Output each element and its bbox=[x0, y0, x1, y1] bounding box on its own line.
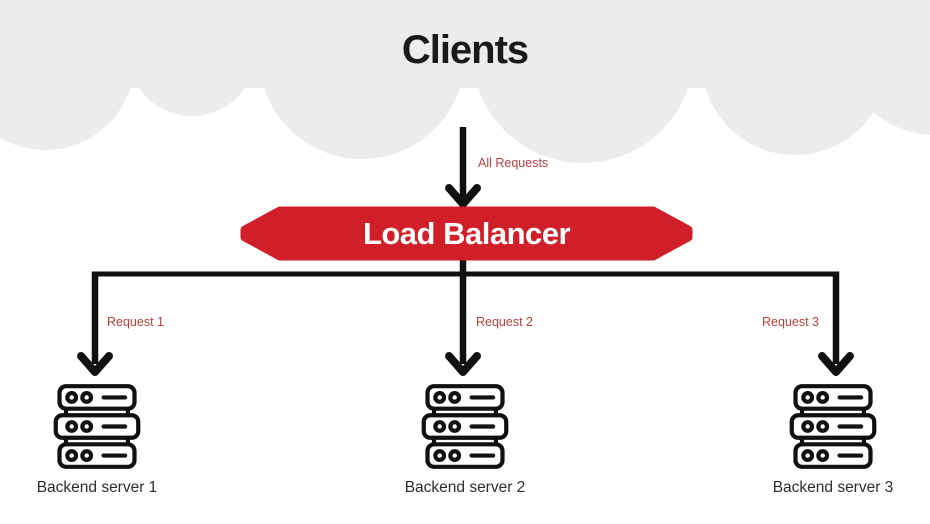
backend-server-3-label: Backend server 3 bbox=[772, 479, 894, 496]
server-rack-icon bbox=[788, 383, 878, 470]
clients-cloud-shape bbox=[0, 0, 930, 163]
load-balancer-node: Load Balancer bbox=[240, 206, 693, 261]
backend-server-1-node: Backend server 1 bbox=[37, 383, 157, 496]
backend-server-1-label: Backend server 1 bbox=[36, 479, 158, 496]
clients-title: Clients bbox=[401, 28, 529, 72]
arrow-clients-to-lb-head bbox=[445, 184, 481, 208]
arrow-to-server1-head bbox=[77, 352, 113, 376]
arrow-to-server3-head bbox=[818, 352, 854, 376]
edge-label-request-3: Request 3 bbox=[762, 315, 819, 329]
backend-server-2-node: Backend server 2 bbox=[405, 383, 525, 496]
load-balancer-shape bbox=[240, 206, 693, 261]
load-balancer-label: Load Balancer bbox=[362, 215, 571, 251]
backend-server-3-node: Backend server 3 bbox=[773, 383, 893, 496]
arrow-to-server2-head bbox=[445, 352, 481, 376]
backend-server-2-label: Backend server 2 bbox=[404, 479, 526, 496]
server-rack-icon bbox=[420, 383, 510, 470]
edge-label-request-2: Request 2 bbox=[476, 315, 533, 329]
edge-label-request-1: Request 1 bbox=[107, 315, 164, 329]
edge-label-all-requests: All Requests bbox=[478, 156, 549, 170]
server-rack-icon bbox=[52, 383, 142, 470]
